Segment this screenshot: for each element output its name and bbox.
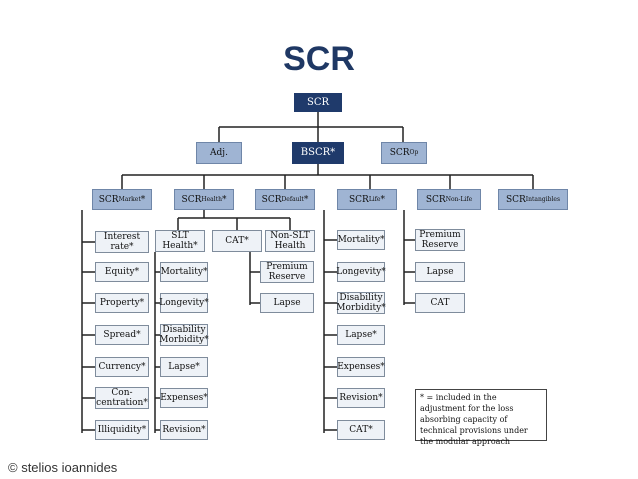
life-mortality-node: Mortality* <box>337 230 385 250</box>
adj-node: Adj. <box>196 142 242 164</box>
health-cat-node: CAT* <box>212 230 262 252</box>
market-currency-node: Currency* <box>95 357 149 377</box>
market-concentration-node: Con-centration* <box>95 387 149 409</box>
health-disability-node: Disability Morbidity* <box>159 324 209 346</box>
bscr-node: BSCR* <box>292 142 344 164</box>
nonlife-premium-reserve-node: Premium Reserve <box>415 229 465 251</box>
health-nonslt-node: Non-SLT Health <box>265 230 315 252</box>
health-longevity-node: Longevity* <box>159 293 209 313</box>
market-property-node: Property* <box>95 293 149 313</box>
health-nonslt-lapse-node: Lapse <box>260 293 314 313</box>
life-lapse-node: Lapse* <box>337 325 385 345</box>
market-illiquidity-node: Illiquidity* <box>95 420 149 440</box>
market-equity-node: Equity* <box>95 262 149 282</box>
health-premium-reserve-node: Premium Reserve <box>260 261 314 283</box>
health-lapse-node: Lapse* <box>160 357 208 377</box>
nonlife-lapse-node: Lapse <box>415 262 465 282</box>
market-spread-node: Spread* <box>95 325 149 345</box>
health-slt-node: SLT Health* <box>155 230 205 252</box>
page-title: SCR <box>283 40 355 78</box>
copyright-text: © stelios ioannides <box>8 460 118 475</box>
life-expenses-node: Expenses* <box>337 357 385 377</box>
footnote-box: * = included in the adjustment for the l… <box>415 389 547 446</box>
health-expenses-node: Expenses* <box>160 388 208 408</box>
life-cat-node: CAT* <box>337 420 385 440</box>
nonlife-cat-node: CAT <box>415 293 465 313</box>
health-mortality-node: Mortality* <box>160 262 208 282</box>
scr-root-node: SCR <box>294 93 342 112</box>
health-revision-node: Revision* <box>160 420 208 440</box>
market-interest-rate-node: Interest rate* <box>95 231 149 253</box>
life-disability-node: Disability Morbidity* <box>336 292 386 314</box>
life-revision-node: Revision* <box>337 388 385 408</box>
life-longevity-node: Longevity* <box>336 262 386 282</box>
